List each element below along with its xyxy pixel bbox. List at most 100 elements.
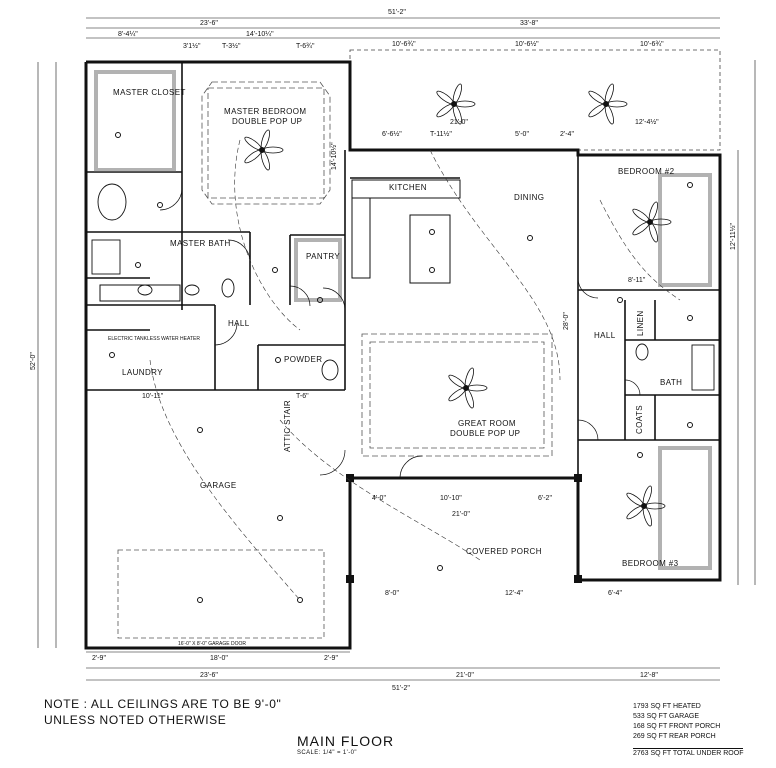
area-stat-heated: 1793 SQ FT HEATED (633, 703, 701, 710)
ceiling-light-icon (429, 267, 435, 273)
closet-shelves (94, 70, 712, 570)
floor-plan-drawing: 51'-2" 23'-6" 33'-8" 8'-4¼" 14'-10¼" 3'1… (30, 9, 756, 692)
ceiling-fan-icon (588, 83, 628, 125)
area-stat-rear-porch: 269 SQ FT REAR PORCH (633, 733, 716, 740)
label-bath: BATH (660, 378, 682, 387)
dim-top-4: T-3½" (222, 42, 241, 50)
dim-top-3: 3'1½" (183, 42, 201, 50)
dim-int-18: 4'-0" (372, 495, 386, 502)
label-hall-2: HALL (594, 331, 616, 340)
ceiling-fans (244, 83, 672, 527)
dim-bottom-5: 21'-0" (456, 672, 474, 679)
ceiling-light-icon (317, 297, 323, 303)
label-coats: COATS (635, 405, 644, 434)
dim-top-6: 10'-6¾" (392, 41, 416, 48)
ceiling-light-icon (197, 597, 203, 603)
dim-int-7: 10'-10" (440, 495, 462, 502)
dim-int-16: 28'-0" (563, 312, 570, 330)
ceiling-light-icon (297, 597, 303, 603)
dim-int-14: 14'-10½" (330, 142, 338, 170)
sheet-title: MAIN FLOOR (297, 733, 395, 749)
tray-ceiling-lines (201, 81, 553, 457)
area-stat-front-porch: 168 SQ FT FRONT PORCH (633, 723, 721, 730)
dim-int-17: 8'-11" (628, 277, 646, 284)
label-kitchen: KITCHEN (389, 183, 427, 192)
dim-bottom-1: 2'-9" (92, 655, 106, 662)
ceiling-light-icon (109, 352, 115, 358)
dim-int-9: 8'-0" (385, 590, 399, 597)
dim-top-total: 51'-2" (388, 9, 406, 16)
ceiling-fan-icon (448, 367, 488, 409)
dim-int-12: 10'-11" (142, 393, 164, 400)
dim-int-3: 2'-4" (560, 131, 574, 138)
ceiling-light-icon (617, 297, 623, 303)
dim-bottom-4: 23'-6" (200, 672, 218, 679)
ceiling-light-icon (272, 267, 278, 273)
area-stat-garage: 533 SQ FT GARAGE (633, 713, 700, 720)
dim-bottom-2: 18'-0" (210, 655, 228, 662)
label-hall: HALL (228, 319, 250, 328)
dim-top-8: 10'-6¾" (640, 41, 664, 48)
area-total: 2763 SQ FT TOTAL UNDER ROOF (633, 748, 744, 757)
dim-int-2: 5'-0" (515, 131, 529, 138)
dim-int-11: 6'-4" (608, 590, 622, 597)
ceiling-light-icon (527, 235, 533, 241)
label-covered-porch: COVERED PORCH (466, 547, 542, 556)
ceiling-light-icon (157, 202, 163, 208)
door-swings (159, 187, 641, 479)
ceiling-light-icon (687, 182, 693, 188)
dim-bottom-6: 12'-8" (640, 672, 658, 679)
dim-right-section: 33'-8" (520, 20, 538, 27)
ceiling-light-icon (429, 229, 435, 235)
ceiling-light-icon (275, 357, 281, 363)
label-attic-stair: ATTIC STAIR (283, 400, 292, 452)
ceiling-light-icon (197, 427, 203, 433)
porch-posts (346, 474, 582, 583)
label-linen: LINEN (636, 310, 645, 336)
ceiling-light-icon (135, 262, 141, 268)
dim-int-5: 6'-6½" (382, 130, 402, 138)
garage-door-track (117, 549, 325, 639)
label-dining: DINING (514, 193, 544, 202)
label-powder: POWDER (284, 355, 322, 364)
ceiling-light-icon (687, 422, 693, 428)
ceiling-fan-icon (626, 485, 666, 527)
sheet-scale: SCALE: 1/4" = 1'-0" (297, 750, 357, 756)
label-laundry: LAUNDRY (122, 368, 163, 377)
ceiling-light-icon (637, 452, 643, 458)
label-great-room-ceiling: DOUBLE POP UP (450, 429, 520, 438)
ceiling-light-icon (437, 565, 443, 571)
ceiling-lights (109, 132, 693, 603)
dim-top-7: 10'-6½" (515, 40, 539, 48)
ceiling-light-icon (687, 315, 693, 321)
dim-int-1: 21'-0" (450, 119, 468, 126)
note-line-1: NOTE : ALL CEILINGS ARE TO BE 9'-0" (44, 697, 282, 711)
note-line-2: UNLESS NOTED OTHERWISE (44, 713, 227, 727)
dim-top-1: 8'-4¼" (118, 31, 138, 38)
dim-int-15: 12'-11½" (729, 222, 737, 250)
label-great-room: GREAT ROOM (458, 419, 516, 428)
dim-top-5: T-6¾" (296, 43, 315, 50)
dim-int-4: 12'-4½" (635, 118, 659, 126)
electrical-wiring (149, 139, 681, 601)
dim-left-total: 52'-0" (30, 352, 37, 370)
dim-int-13: T-6" (296, 393, 309, 400)
rear-porch-outline (349, 49, 721, 151)
interior-walls (86, 62, 720, 580)
dim-int-6: T-11½" (430, 130, 452, 138)
dim-top-2: 14'-10¼" (246, 31, 274, 38)
ceiling-fan-icon (244, 129, 284, 171)
dim-int-10: 12'-4" (505, 590, 523, 597)
label-master-bath: MASTER BATH (170, 239, 231, 248)
label-garage: GARAGE (200, 481, 237, 490)
ceiling-light-icon (115, 132, 121, 138)
dim-int-19: 6'-2" (538, 495, 552, 502)
area-stats: 1793 SQ FT HEATED 533 SQ FT GARAGE 168 S… (633, 702, 720, 742)
label-master-bedroom: MASTER BEDROOM (224, 107, 307, 116)
kitchen-cabinets (99, 179, 461, 302)
plumbing-fixtures (91, 183, 715, 391)
ceiling-fan-icon (632, 201, 672, 243)
dim-bottom-total: 51'-2" (392, 685, 410, 692)
dim-left-section: 23'-6" (200, 20, 218, 27)
